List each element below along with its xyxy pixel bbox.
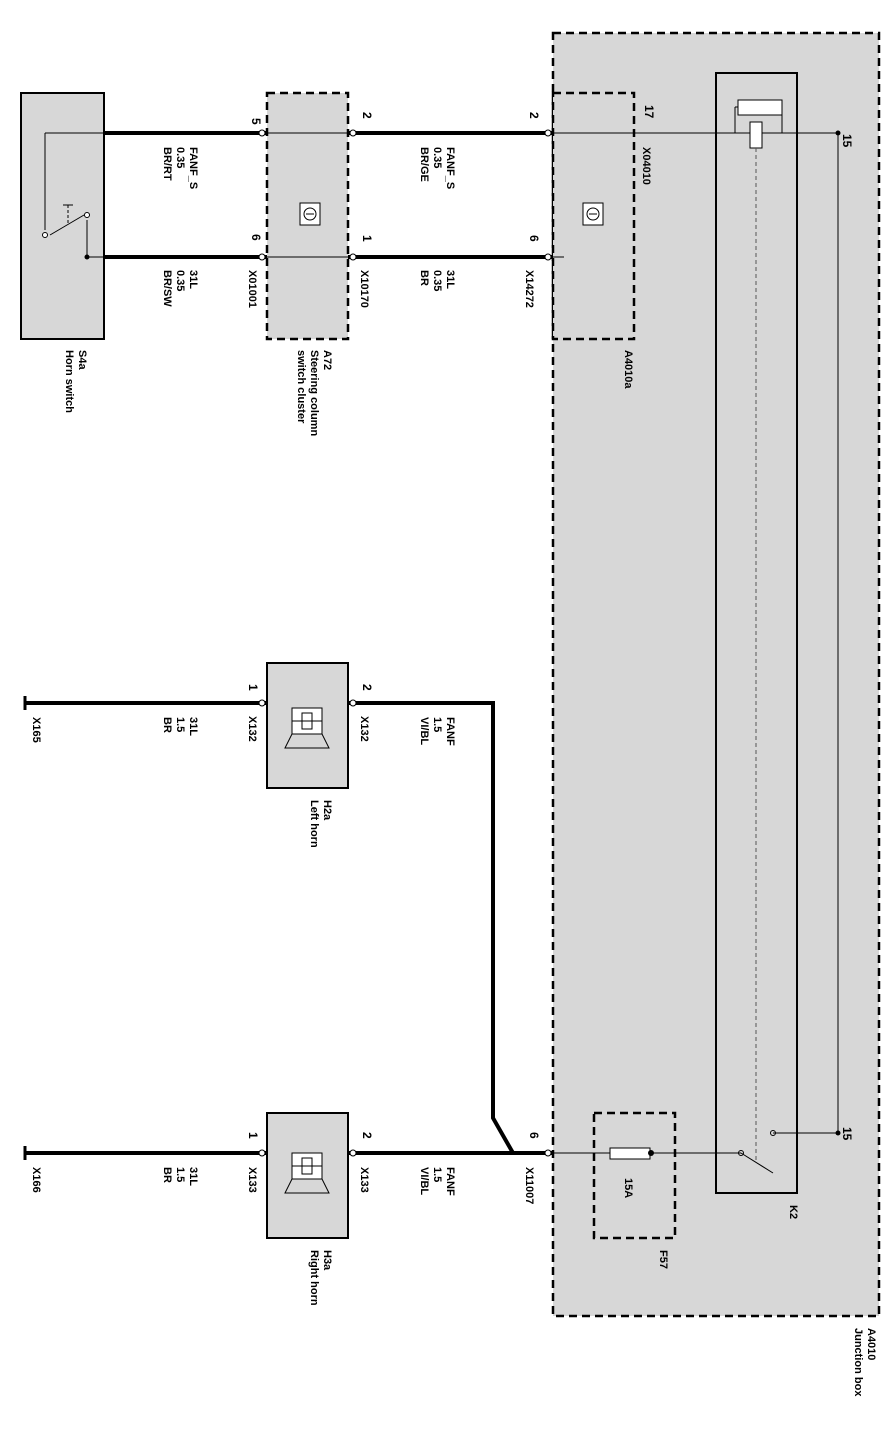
pin-h2a-1: 1 — [246, 684, 260, 691]
relay-k2-id: K2 — [787, 1205, 799, 1219]
wire-w8-color: BR — [161, 1167, 173, 1183]
wire-w5-color: VI/BL — [418, 717, 430, 745]
wire-w5-signal: FANF — [444, 717, 456, 746]
a4010a-module-icon — [582, 202, 604, 226]
connector-x14272: X14272 — [523, 270, 535, 308]
horn-switch-symbol — [42, 132, 104, 260]
wire-w7-size: 1.5 — [431, 1167, 443, 1182]
wire-w5-size: 1.5 — [431, 717, 443, 732]
junction-box-id: A4010 — [865, 1328, 877, 1360]
wire-w6-color: BR — [161, 717, 173, 733]
pin-s4a-6: 6 — [249, 234, 263, 241]
pin-h3a-1: 1 — [246, 1132, 260, 1139]
connector-x132-left: X132 — [246, 716, 258, 742]
right-horn-name: Right horn — [308, 1250, 320, 1306]
a4010a-id: A4010a — [622, 350, 634, 389]
wire-label-w6: 31L 1.5 BR — [161, 717, 199, 736]
wire-w1-signal: FANF_S — [187, 147, 199, 189]
pin-s4a-5: 5 — [249, 118, 263, 125]
wire-w4-signal: 31L — [444, 270, 456, 289]
pin-jb-out-6: 6 — [527, 1132, 541, 1139]
pin-a72-2: 2 — [360, 112, 374, 119]
connector-x01001: X01001 — [246, 270, 258, 308]
wire-w2-color: BR/SW — [161, 270, 173, 307]
connector-x04010: X04010 — [640, 147, 652, 185]
steering-cluster-name-1: Steering column — [308, 350, 320, 436]
horn-switch-id: S4a — [76, 350, 88, 370]
pin-h2a-2: 2 — [360, 684, 374, 691]
pin-jb-15-bottom: 15 — [840, 1127, 854, 1141]
right-horn-icon — [284, 1152, 330, 1194]
wire-jb-to-left-horn — [348, 701, 515, 1154]
a72-module-icon — [299, 202, 321, 226]
wire-w6-size: 1.5 — [174, 717, 186, 732]
wire-label-w7: FANF 1.5 VI/BL — [418, 1167, 456, 1196]
steering-cluster-name-2: switch cluster — [295, 350, 307, 424]
wire-label-w5: FANF 1.5 VI/BL — [418, 717, 456, 746]
junction-box-name: Junction box — [852, 1328, 864, 1397]
wire-w8-size: 1.5 — [174, 1167, 186, 1182]
pin-a4010a-6: 6 — [527, 235, 541, 242]
wire-w2-size: 0.35 — [174, 270, 186, 291]
relay-armature-symbol — [749, 121, 763, 149]
wire-w8-signal: 31L — [187, 1167, 199, 1186]
wire-w3-color: BR/GE — [418, 147, 430, 182]
fuse-f57-frame — [592, 1111, 677, 1240]
wire-w7-color: VI/BL — [418, 1167, 430, 1195]
connector-x132-right: X132 — [358, 716, 370, 742]
wire-label-w4: 31L 0.35 BR — [418, 270, 456, 291]
wire-label-w3: FANF_S 0.35 BR/GE — [418, 147, 456, 189]
wire-label-w1: FANF_S 0.35 BR/RT — [161, 147, 199, 189]
right-horn-id: H3a — [321, 1250, 333, 1271]
pin-terminals — [258, 129, 552, 1157]
pin-h3a-2: 2 — [360, 1132, 374, 1139]
steering-cluster-id: A72 — [321, 350, 333, 370]
pin-jb-17: 17 — [642, 105, 656, 119]
connector-x10170: X10170 — [358, 270, 370, 308]
wire-w2-signal: 31L — [187, 270, 199, 289]
relay-contact-fixed — [770, 1130, 776, 1136]
wire-w1-color: BR/RT — [161, 147, 173, 181]
wire-label-w8: 31L 1.5 BR — [161, 1167, 199, 1186]
wire-label-w2: 31L 0.35 BR/SW — [161, 270, 199, 307]
connector-x133-right: X133 — [358, 1167, 370, 1193]
horn-switch-name: Horn switch — [63, 350, 75, 413]
wire-w4-size: 0.35 — [431, 270, 443, 291]
connector-x133-left: X133 — [246, 1167, 258, 1193]
left-horn-name: Left horn — [308, 800, 320, 848]
pin-a72-1: 1 — [360, 235, 374, 242]
connector-x166: X166 — [30, 1167, 42, 1193]
wire-w3-signal: FANF_S — [444, 147, 456, 189]
left-horn-icon — [284, 707, 330, 749]
pin-a4010a-2: 2 — [527, 112, 541, 119]
wire-w4-color: BR — [418, 270, 430, 286]
wire-w1-size: 0.35 — [174, 147, 186, 168]
pin-jb-15-top: 15 — [840, 134, 854, 148]
wire-w3-size: 0.35 — [431, 147, 443, 168]
jb-15-node-top — [835, 130, 841, 136]
fuse-f57-rating: 15A — [622, 1178, 634, 1198]
relay-coil-symbol — [737, 99, 783, 116]
left-horn-id: H2a — [321, 800, 333, 821]
fuse-f57-id: F57 — [657, 1250, 669, 1269]
fuse-f57-symbol — [609, 1147, 651, 1160]
connector-x11007: X11007 — [523, 1167, 535, 1204]
wire-w7-signal: FANF — [444, 1167, 456, 1196]
horn-switch-s4a-frame — [20, 92, 105, 340]
connector-x165: X165 — [30, 717, 42, 743]
fuse-terminal-dot — [648, 1150, 654, 1156]
wire-w6-signal: 31L — [187, 717, 199, 736]
relay-switch-blade — [740, 1152, 774, 1174]
